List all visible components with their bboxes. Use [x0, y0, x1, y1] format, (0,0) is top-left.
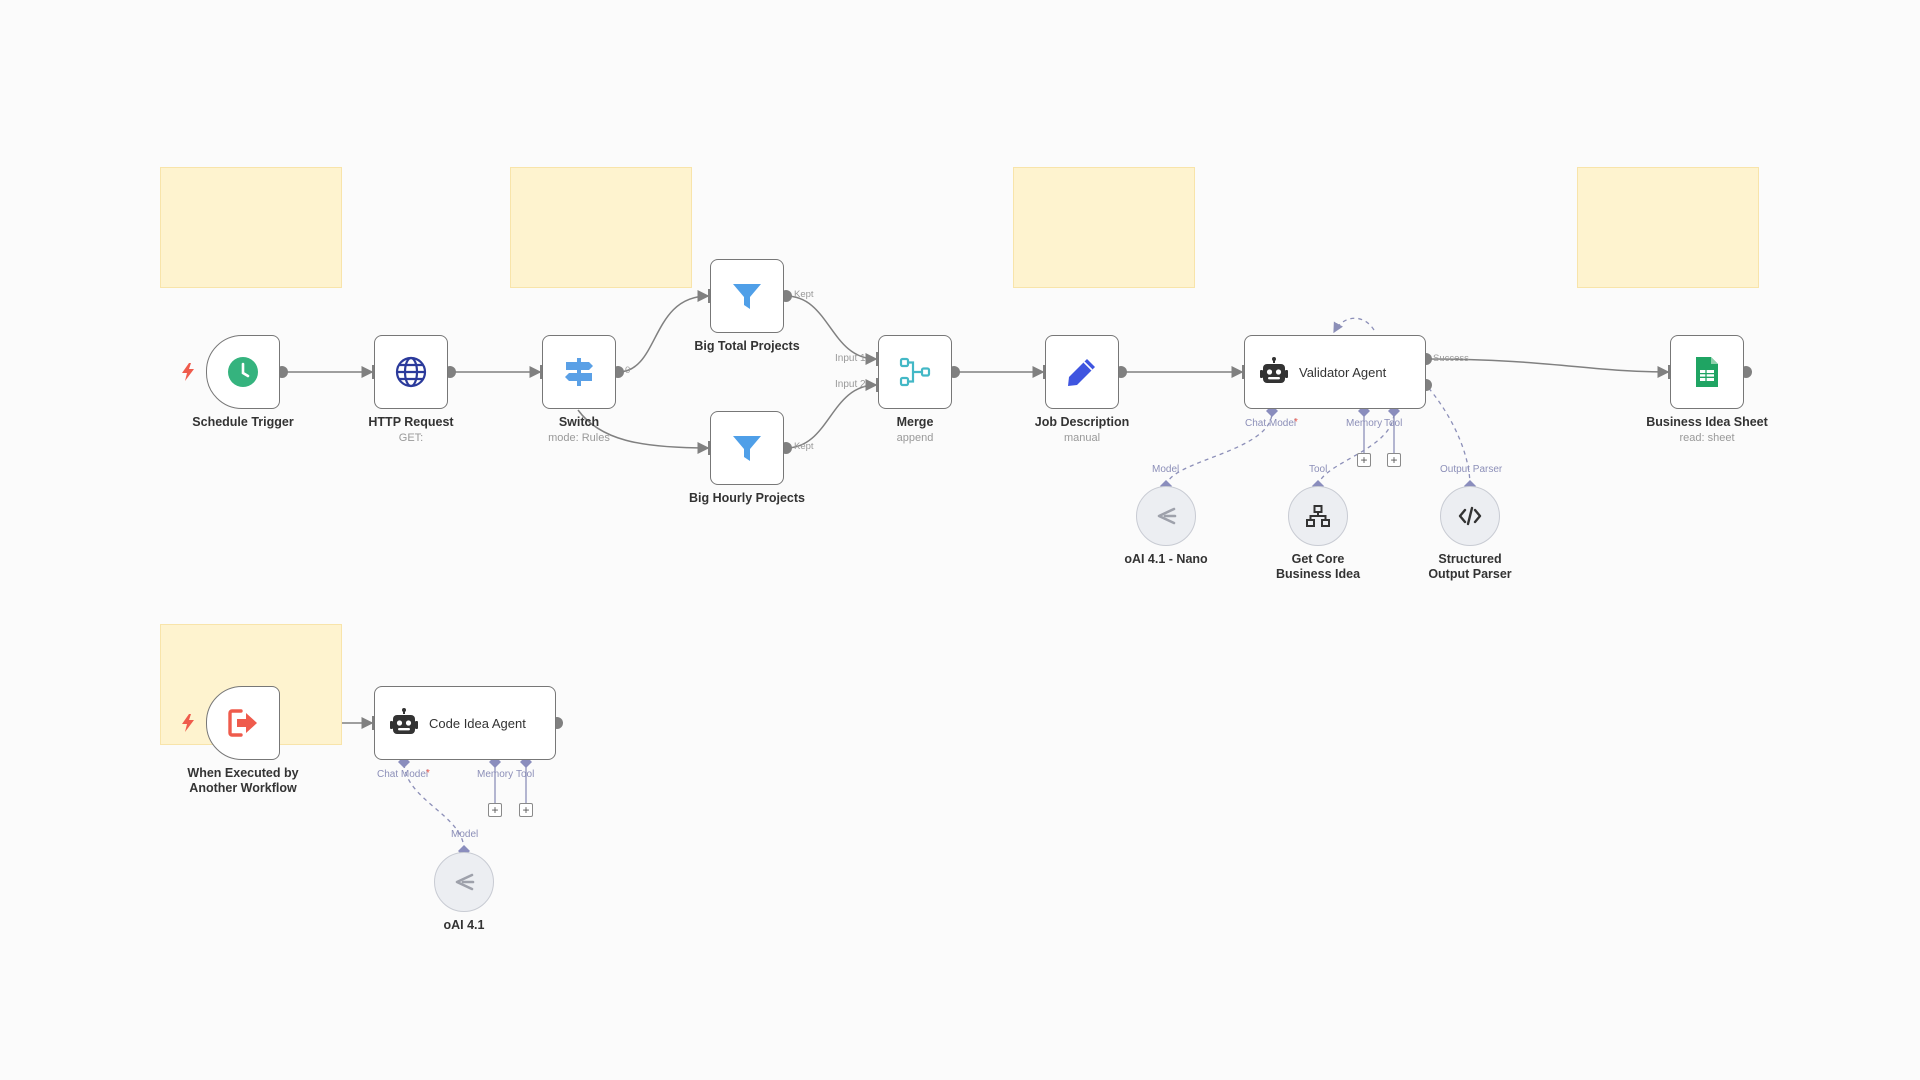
node-label-http-request: HTTP Request — [368, 415, 454, 429]
port-required-validator: * — [1294, 417, 1298, 428]
node-oai-41[interactable] — [434, 852, 494, 912]
port-label-validator-chatmodel: Chat Model — [1245, 418, 1297, 429]
node-big-hourly-projects[interactable] — [710, 411, 784, 485]
node-label-merge: Merge — [896, 415, 934, 429]
trigger-bolt-icon — [182, 363, 194, 381]
robot-icon — [390, 708, 418, 734]
output-label-big-total: Kept — [794, 289, 814, 300]
node-job-description[interactable] — [1045, 335, 1119, 409]
node-label-structured-output-parser: Structured Output Parser — [1428, 552, 1512, 581]
filter-icon — [733, 284, 761, 309]
node-subtitle-switch: mode: Rules — [548, 432, 610, 444]
sticky-note-2[interactable] — [510, 167, 692, 288]
pencil-icon — [1068, 359, 1095, 386]
output-label-big-hourly: Kept — [794, 441, 814, 452]
node-label-when-executed: When Executed by Another Workflow — [187, 766, 299, 795]
merge-icon — [899, 357, 931, 387]
node-schedule-trigger[interactable] — [206, 335, 280, 409]
output-label-switch: 0 — [625, 365, 631, 376]
node-label-schedule-trigger: Schedule Trigger — [192, 415, 294, 429]
globe-icon — [395, 356, 427, 388]
node-title-code-idea-agent: Code Idea Agent — [429, 715, 526, 731]
code-icon — [1458, 506, 1482, 526]
node-get-core-business-idea[interactable] — [1288, 486, 1348, 546]
add-memory-button[interactable]: + — [488, 803, 502, 817]
node-label-big-total-projects: Big Total Projects — [694, 339, 800, 353]
openai-icon — [455, 873, 475, 891]
node-code-idea-agent[interactable]: Code Idea Agent — [374, 686, 556, 760]
sticky-note-3[interactable] — [1013, 167, 1195, 288]
sitemap-icon — [1306, 505, 1330, 527]
node-merge[interactable] — [878, 335, 952, 409]
node-when-executed[interactable] — [206, 686, 280, 760]
port-label-getcore-tool: Tool — [1309, 464, 1328, 475]
port-label-validator-tool: Tool — [1384, 418, 1403, 429]
exit-icon — [228, 709, 257, 737]
openai-icon — [1157, 507, 1177, 525]
input-label-merge-2: Input 2 — [835, 379, 866, 390]
node-validator-agent[interactable]: Validator Agent — [1244, 335, 1426, 409]
node-label-oai-nano: oAI 4.1 - Nano — [1124, 552, 1208, 566]
port-label-codeagent-chatmodel: Chat Model — [377, 769, 429, 780]
port-label-validator-memory: Memory — [1346, 418, 1383, 429]
node-title-validator-agent: Validator Agent — [1299, 364, 1387, 380]
filter-icon — [733, 436, 761, 461]
port-label-oai41-model: Model — [451, 829, 479, 840]
node-subtitle-merge: append — [896, 432, 934, 444]
node-subtitle-business-idea-sheet: read: sheet — [1679, 432, 1735, 444]
add-tool-button[interactable]: + — [1387, 453, 1401, 467]
node-subtitle-http-request: GET: — [398, 432, 424, 444]
wire-loop-validator[interactable] — [1333, 317, 1375, 334]
node-big-total-projects[interactable] — [710, 259, 784, 333]
input-label-merge-1: Input 1 — [835, 353, 866, 364]
node-oai-nano[interactable] — [1136, 486, 1196, 546]
node-label-get-core-business-idea: Get Core Business Idea — [1275, 552, 1361, 581]
node-label-business-idea-sheet: Business Idea Sheet — [1646, 415, 1768, 429]
robot-icon — [1260, 357, 1288, 383]
port-label-parser-output: Output Parser — [1440, 464, 1503, 475]
node-label-job-description: Job Description — [1034, 415, 1130, 429]
clock-icon — [228, 357, 258, 387]
port-required-codeagent: * — [426, 768, 430, 779]
signpost-icon — [565, 358, 593, 386]
port-label-codeagent-memory: Memory — [477, 769, 514, 780]
sheets-icon — [1696, 357, 1718, 387]
sticky-note-4[interactable] — [1577, 167, 1759, 288]
node-http-request[interactable] — [374, 335, 448, 409]
output-label-validator-success: Success — [1433, 353, 1469, 364]
trigger-bolt-icon — [182, 714, 194, 732]
node-label-switch: Switch — [558, 415, 600, 429]
node-business-idea-sheet[interactable] — [1670, 335, 1744, 409]
node-subtitle-job-description: manual — [1063, 432, 1101, 444]
node-structured-output-parser[interactable] — [1440, 486, 1500, 546]
port-label-codeagent-tool: Tool — [516, 769, 535, 780]
port-label-nano-model: Model — [1152, 464, 1180, 475]
node-switch[interactable] — [542, 335, 616, 409]
add-memory-button[interactable]: + — [1357, 453, 1371, 467]
wire-switch-bigtotal[interactable] — [617, 290, 710, 373]
sticky-note-1[interactable] — [160, 167, 342, 288]
add-tool-button[interactable]: + — [519, 803, 533, 817]
node-label-oai-41: oAI 4.1 — [443, 918, 485, 932]
node-label-big-hourly-projects: Big Hourly Projects — [689, 491, 805, 505]
